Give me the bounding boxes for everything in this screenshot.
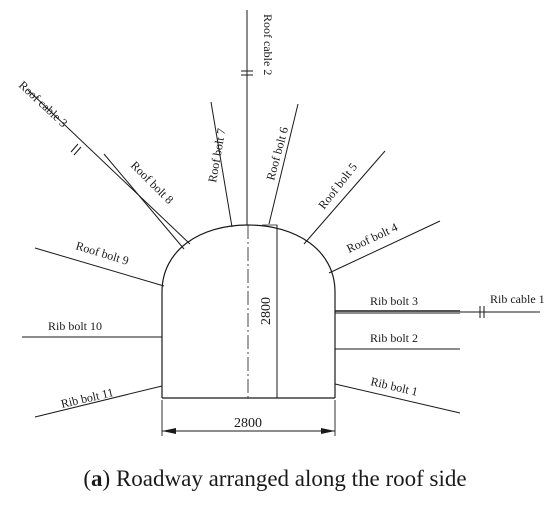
- roof-bolt-5-label: Roof bolt 5: [315, 160, 360, 212]
- rib-bolt-11-label: Rib bolt 11: [60, 385, 115, 411]
- width-dimension-label: 2800: [234, 416, 262, 431]
- roof-bolt-7-label: Roof bolt 7: [205, 127, 228, 183]
- roof-cable-3: [27, 89, 191, 245]
- roof-bolt-7: [210, 101, 233, 228]
- roof-bolt-8: [103, 153, 185, 250]
- rib-cable-1-label: Rib cable 1: [490, 292, 545, 306]
- rib-bolt-10-label: Rib bolt 10: [48, 319, 102, 333]
- rib-bolt-1-label: Rib bolt 1: [369, 374, 419, 398]
- rib-bolt-3-label: Rib bolt 3: [370, 294, 418, 308]
- roof-bolt-9-label: Roof bolt 9: [74, 238, 130, 267]
- roof-cable-2-label-text: Roof cable 2: [261, 14, 275, 75]
- roof-bolt-9: [34, 247, 165, 287]
- roof-cable-3-label: Roof cable 3: [16, 78, 70, 130]
- rib-bolt-11: [34, 385, 163, 418]
- caption-text: Roadway arranged along the roof side: [115, 466, 467, 491]
- height-dimension: [262, 224, 278, 398]
- roof-bolt-6-label: Roof bolt 6: [263, 125, 291, 181]
- caption-tag: a: [91, 466, 103, 491]
- roof-cable-2: [241, 10, 253, 225]
- width-dimension: [161, 400, 336, 436]
- roof-bolt-4-label: Roof bolt 4: [344, 220, 399, 256]
- rib-bolt-2-label: Rib bolt 2: [370, 331, 418, 345]
- rib-bolt-1: [334, 383, 461, 414]
- roof-cable-2-label: Roof cable 2: [261, 14, 275, 75]
- roof-bolt-4: [328, 220, 441, 274]
- rib-bolt-3-and-rib-cable-1: [335, 306, 540, 318]
- roof-bolt-8-label: Roof bolt 8: [128, 158, 177, 207]
- roadway-outline: [161, 224, 336, 399]
- height-dimension-label: 2800: [259, 297, 274, 325]
- roof-bolt-6: [268, 103, 299, 225]
- roof-bolt-5: [303, 150, 386, 245]
- figure-caption: (a) Roadway arranged along the roof side: [83, 466, 467, 491]
